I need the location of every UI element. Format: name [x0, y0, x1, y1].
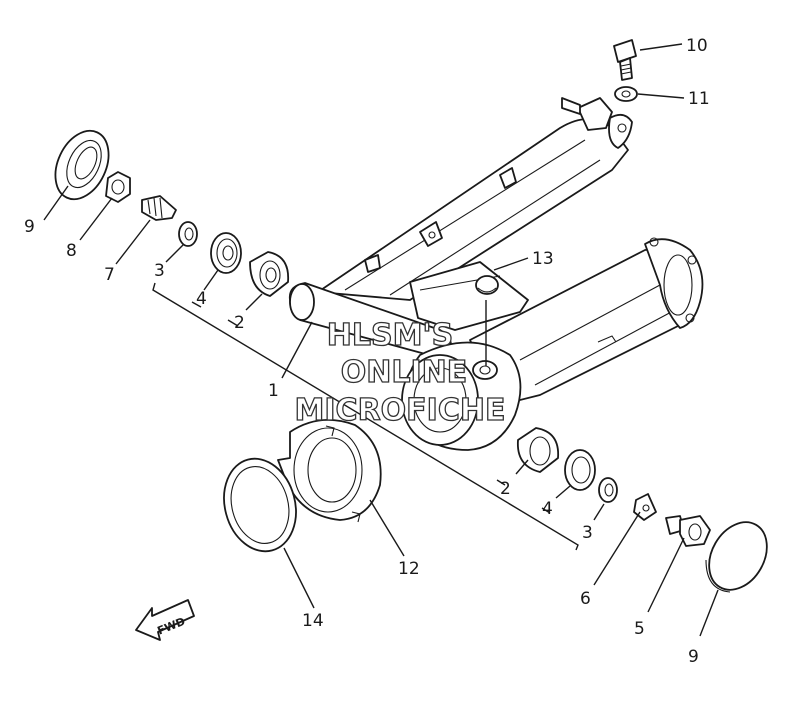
- label-2-left: 2: [234, 313, 245, 333]
- part-2-bearing-left: [249, 251, 290, 297]
- swingarm-assembly: [288, 97, 704, 451]
- label-3-left: 3: [154, 261, 165, 281]
- part-13-cap: [475, 275, 499, 295]
- label-13: 13: [532, 249, 554, 269]
- part-8-nut: [105, 171, 131, 203]
- label-1: 1: [268, 381, 279, 401]
- label-8: 8: [66, 241, 77, 261]
- fwd-arrow: FWD: [135, 599, 195, 641]
- label-4-left: 4: [196, 289, 207, 309]
- label-9-bottom: 9: [688, 647, 699, 667]
- part-10-bolt: [613, 39, 637, 81]
- watermark-line-3: MICROFICHE: [295, 393, 506, 428]
- label-12: 12: [398, 559, 420, 579]
- label-14: 14: [302, 611, 324, 631]
- callout-labels: 10 11 9 8 7 3 4 2 1 13 2 4 3 6 5 9 12 14: [24, 36, 710, 667]
- label-3-right: 3: [582, 523, 593, 543]
- part-3-collar-right: [598, 477, 618, 503]
- part-4-bearing-left: [210, 232, 242, 274]
- part-11-washer: [614, 86, 638, 102]
- part-9-seal-top: [54, 129, 110, 201]
- part-14-ring: [223, 457, 297, 553]
- part-3-collar-left: [178, 221, 198, 247]
- label-10: 10: [686, 36, 708, 56]
- watermark: HLSM'S ONLINE MICROFICHE: [294, 317, 506, 428]
- leader-lines: [43, 43, 719, 637]
- label-5: 5: [634, 619, 645, 639]
- label-11: 11: [688, 89, 710, 109]
- part-12-cover: [277, 419, 382, 523]
- part-9-cap-bottom: [705, 521, 768, 593]
- label-7: 7: [104, 265, 115, 285]
- watermark-line-1: HLSM'S: [327, 318, 453, 353]
- part-7-pivot-shaft: [141, 195, 177, 221]
- assembly-bracket-lines: [152, 282, 579, 551]
- part-5-adjust-bolt: [665, 515, 711, 547]
- label-4-right: 4: [542, 499, 553, 519]
- part-4-bearing-right: [564, 449, 596, 491]
- label-9-top: 9: [24, 217, 35, 237]
- watermark-line-2: ONLINE: [341, 355, 468, 390]
- label-6: 6: [580, 589, 591, 609]
- label-2-right: 2: [500, 479, 511, 499]
